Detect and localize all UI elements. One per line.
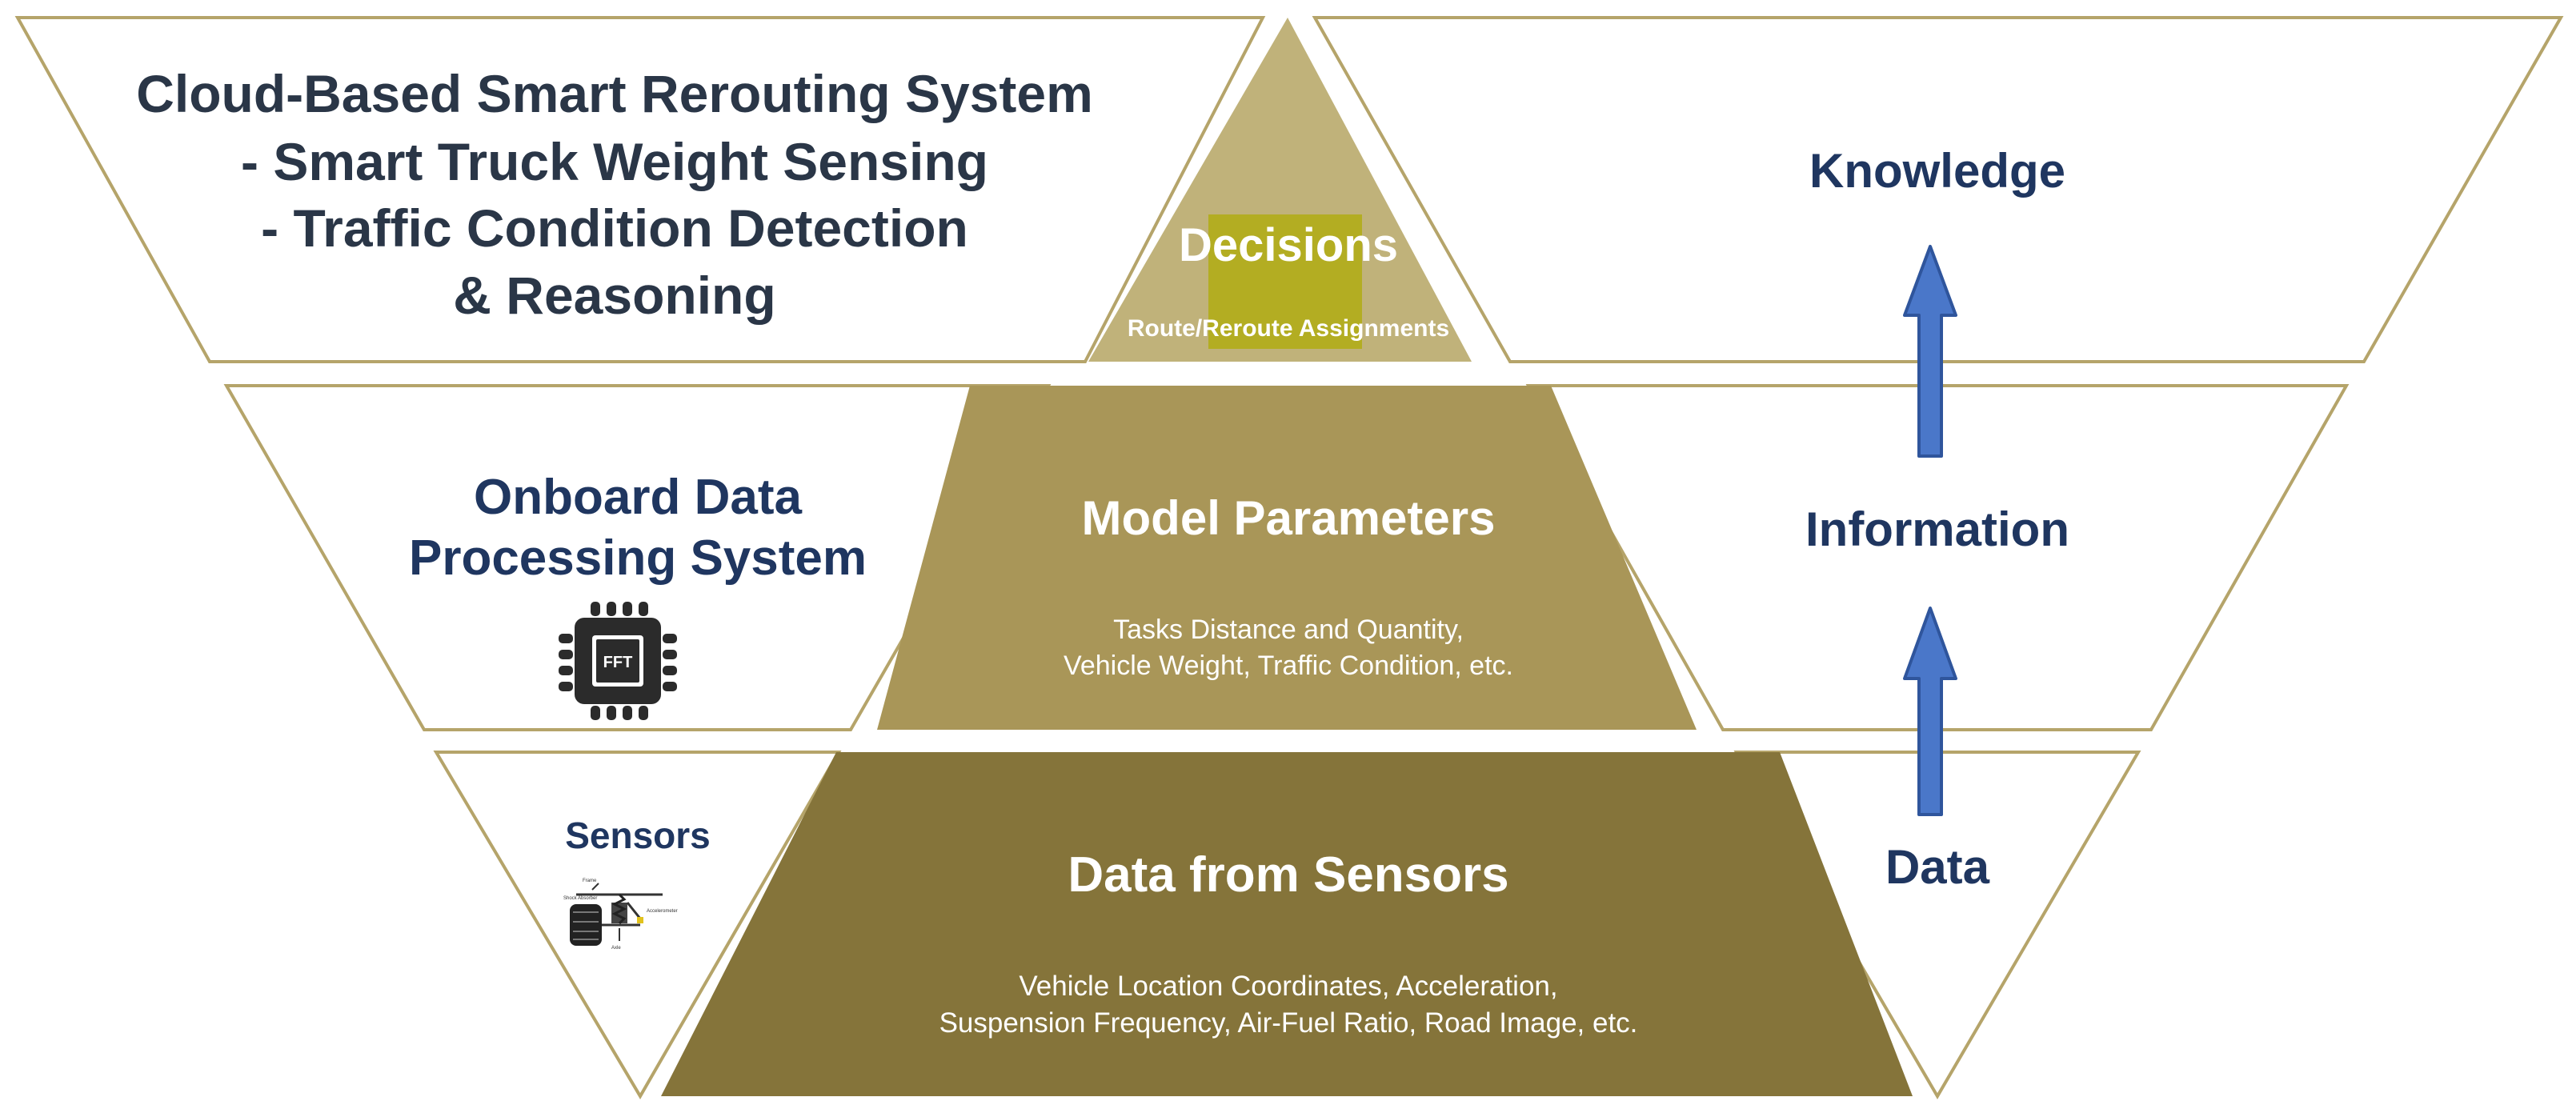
- pyramid-top-tier: [1088, 18, 1472, 362]
- system-title-line-1: Cloud-Based Smart Rerouting System: [136, 64, 1093, 123]
- arrow-up-icon-data-to-information: [1903, 607, 1957, 816]
- chip-label: FFT: [603, 654, 633, 671]
- processor-chip-icon: [559, 602, 677, 720]
- model-parameters-line-1: Tasks Distance and Quantity,: [1113, 615, 1464, 645]
- decisions-subtitle: Route/Reroute Assignments: [1128, 315, 1449, 342]
- pyramid-middle-tier: [877, 386, 1697, 730]
- sensor-data-line-2: Suspension Frequency, Air-Fuel Ratio, Ro…: [939, 1007, 1638, 1039]
- decisions-highlight: [1208, 214, 1362, 349]
- sensor-data-title: Data from Sensors: [1068, 847, 1508, 903]
- sensor-data-line-1: Vehicle Location Coordinates, Accelerati…: [1019, 971, 1557, 1002]
- pyramid-bottom-tier: [661, 752, 1913, 1096]
- model-parameters-title: Model Parameters: [1082, 491, 1496, 545]
- arrow-up-icon-information-to-knowledge: [1903, 245, 1957, 458]
- onboard-title-line-1: Onboard Data: [474, 470, 802, 525]
- information-label: Information: [1805, 502, 2069, 556]
- left-top-panel: [14, 16, 1266, 363]
- onboard-title-line-2: Processing System: [409, 530, 867, 586]
- sensors-title: Sensors: [565, 815, 711, 856]
- system-title-line-2: - Smart Truck Weight Sensing: [241, 132, 988, 191]
- data-label: Data: [1885, 840, 1990, 894]
- right-middle-panel: [1525, 384, 2350, 731]
- suspension-label-accelerometer: Accelerometer: [647, 909, 678, 914]
- model-parameters-line-2: Vehicle Weight, Traffic Condition, etc.: [1064, 651, 1513, 681]
- suspension-label-shock: Shock Absorber: [563, 896, 597, 901]
- suspension-label-axle: Axle: [611, 946, 621, 951]
- system-title-line-3: - Traffic Condition Detection: [261, 198, 968, 258]
- knowledge-label: Knowledge: [1809, 144, 2065, 198]
- system-title-line-4: & Reasoning: [453, 266, 775, 325]
- right-top-panel: [1312, 16, 2564, 363]
- left-middle-panel: [223, 384, 1052, 731]
- suspension-label-frame: Frame: [583, 879, 597, 883]
- suspension-sensor-icon: [570, 883, 663, 946]
- decisions-title: Decisions: [1179, 219, 1398, 271]
